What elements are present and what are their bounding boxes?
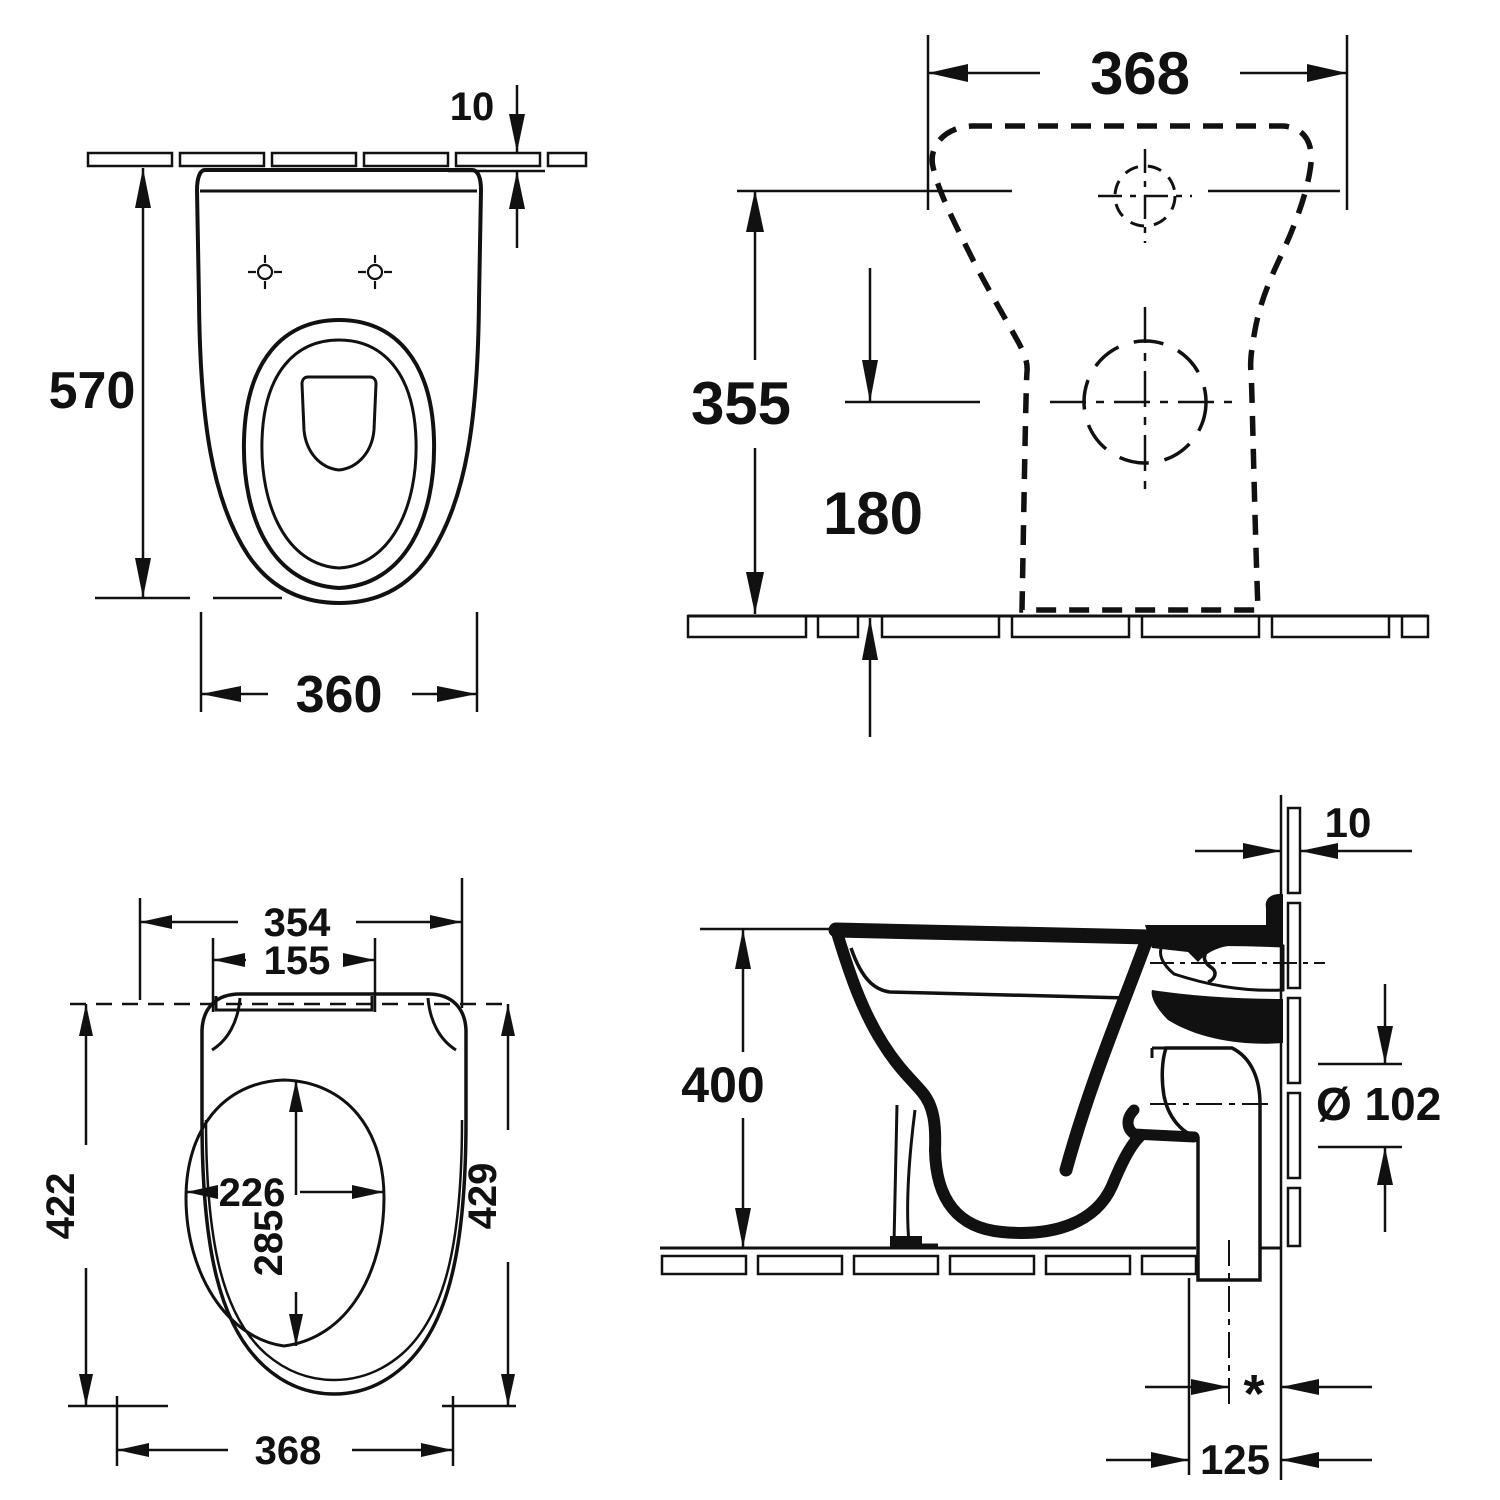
side-wall-tiles: [1279, 795, 1302, 1480]
dim-side-rim-height-label: 400: [681, 1057, 764, 1113]
dim-seat-lid-length-label: 429: [461, 1163, 505, 1230]
dim-top-depth-label: 570: [49, 362, 136, 420]
dim-side-outlet-diameter: Ø 102: [1316, 984, 1441, 1232]
wall-tile-band: [86, 151, 588, 168]
dim-side-outlet-offset-label: *: [1243, 1364, 1264, 1424]
dim-rear-rim-height-label: 355: [691, 370, 791, 437]
dim-seat-opening-width: 226: [186, 1171, 384, 1215]
fixing-hole-crosshair-left: [248, 255, 282, 289]
inlet-crosshair: [1098, 149, 1192, 243]
dim-seat-opening-width-label: 226: [219, 1171, 286, 1215]
side-floor-tiles: [660, 1246, 1281, 1276]
dim-top-width-label: 360: [296, 666, 383, 724]
dim-rear-width: 368: [926, 35, 1349, 210]
view-rear: 368 355 180: [686, 35, 1430, 737]
dim-seat-opening-length: 285: [247, 1080, 303, 1346]
outlet-crosshair: [1050, 307, 1240, 497]
dim-seat-ring-length-label: 422: [39, 1173, 83, 1240]
dim-side-outlet-distance-label: 125: [1200, 1436, 1270, 1483]
dim-seat-lid-length: 429: [442, 1004, 516, 1408]
toilet-section: [828, 894, 1325, 1404]
dim-top-tile-offset: 10: [448, 85, 545, 248]
rear-floor-tiles: [686, 614, 1430, 639]
dim-seat-lid-width: 354: [138, 878, 464, 1008]
dim-seat-opening-length-label: 285: [247, 1210, 291, 1277]
view-top-plan: 10 570 360: [49, 85, 588, 724]
dim-side-tile-thickness: 10: [1195, 799, 1412, 859]
seat-outline: [70, 992, 510, 1396]
dim-top-width: 360: [199, 612, 479, 724]
dim-seat-lid-width-label: 354: [264, 901, 331, 945]
dim-rear-rim-height: 355: [691, 190, 791, 614]
dim-seat-ring-length: 422: [39, 1004, 168, 1408]
dim-rear-outlet-height-label: 180: [823, 480, 923, 547]
dim-seat-hinge-width: 155: [211, 938, 377, 1012]
dim-seat-overall-width-label: 368: [255, 1429, 322, 1473]
fixing-hole-crosshair-right: [358, 255, 392, 289]
dim-side-rim-height: 400: [681, 927, 833, 1248]
view-side-section: 10 400 Ø 102 * 125: [660, 795, 1441, 1483]
dim-rear-width-label: 368: [1090, 40, 1190, 107]
dim-top-depth: 570: [49, 168, 282, 600]
dim-seat-overall-width: 368: [115, 1396, 455, 1473]
dim-side-outlet-offset: *: [1145, 1278, 1372, 1475]
dim-side-tile-thickness-label: 10: [1325, 799, 1372, 846]
rear-body-outline: [929, 123, 1314, 613]
view-seat-plan: 354 155 226: [39, 878, 516, 1473]
dim-side-outlet-distance: 125: [1106, 1436, 1372, 1483]
bowl-outline-top: [194, 168, 484, 606]
dim-side-outlet-diameter-label: Ø 102: [1316, 1078, 1441, 1130]
dim-top-tile-offset-label: 10: [450, 85, 495, 129]
dim-seat-hinge-width-label: 155: [264, 939, 331, 983]
dim-rear-outlet-height: 180: [823, 268, 980, 737]
